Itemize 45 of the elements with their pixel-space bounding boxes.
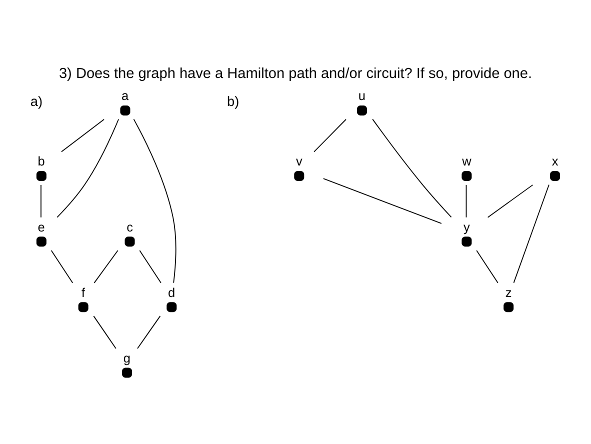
node-label: w [462, 154, 472, 169]
node-circle [462, 171, 472, 182]
connector [314, 118, 346, 152]
node-label: v [296, 154, 302, 169]
node-label: g [123, 350, 130, 366]
node-label: d [168, 284, 176, 300]
connector [40, 184, 42, 218]
connector [50, 250, 74, 284]
connector [56, 118, 120, 218]
node-circle [120, 105, 130, 116]
node-label: b [38, 154, 45, 169]
connector [466, 184, 467, 218]
connector [487, 184, 534, 218]
node-label: a [122, 88, 129, 104]
node-circle [356, 105, 367, 116]
node-circle [78, 302, 88, 312]
connector [139, 250, 162, 284]
node-label: f [82, 284, 86, 300]
node-circle [36, 171, 46, 182]
node-circle [504, 302, 514, 312]
node-circle [294, 171, 304, 182]
node-label: x [552, 154, 558, 169]
connector [513, 184, 550, 284]
label: b) [227, 94, 240, 109]
connector [372, 118, 452, 218]
connector [93, 316, 116, 349]
connector [137, 316, 161, 349]
connector [322, 178, 442, 224]
connector [61, 118, 104, 152]
node-label: y [464, 219, 470, 234]
connector [476, 250, 498, 284]
node-label: c [126, 219, 133, 234]
connector [133, 118, 176, 284]
node-label: z [505, 284, 512, 300]
node-circle [36, 236, 46, 247]
node-circle [124, 236, 135, 247]
diagram-title: 3) Does the graph have a Hamilton path and/or circuit? If so, provide one. [58, 66, 532, 82]
node-circle [462, 236, 472, 247]
label: a) [30, 94, 42, 109]
node-circle [550, 171, 560, 182]
node-label: u [358, 88, 366, 104]
connector [94, 250, 118, 284]
node-circle [122, 368, 132, 378]
node-label: e [38, 219, 45, 234]
node-circle [166, 302, 177, 312]
